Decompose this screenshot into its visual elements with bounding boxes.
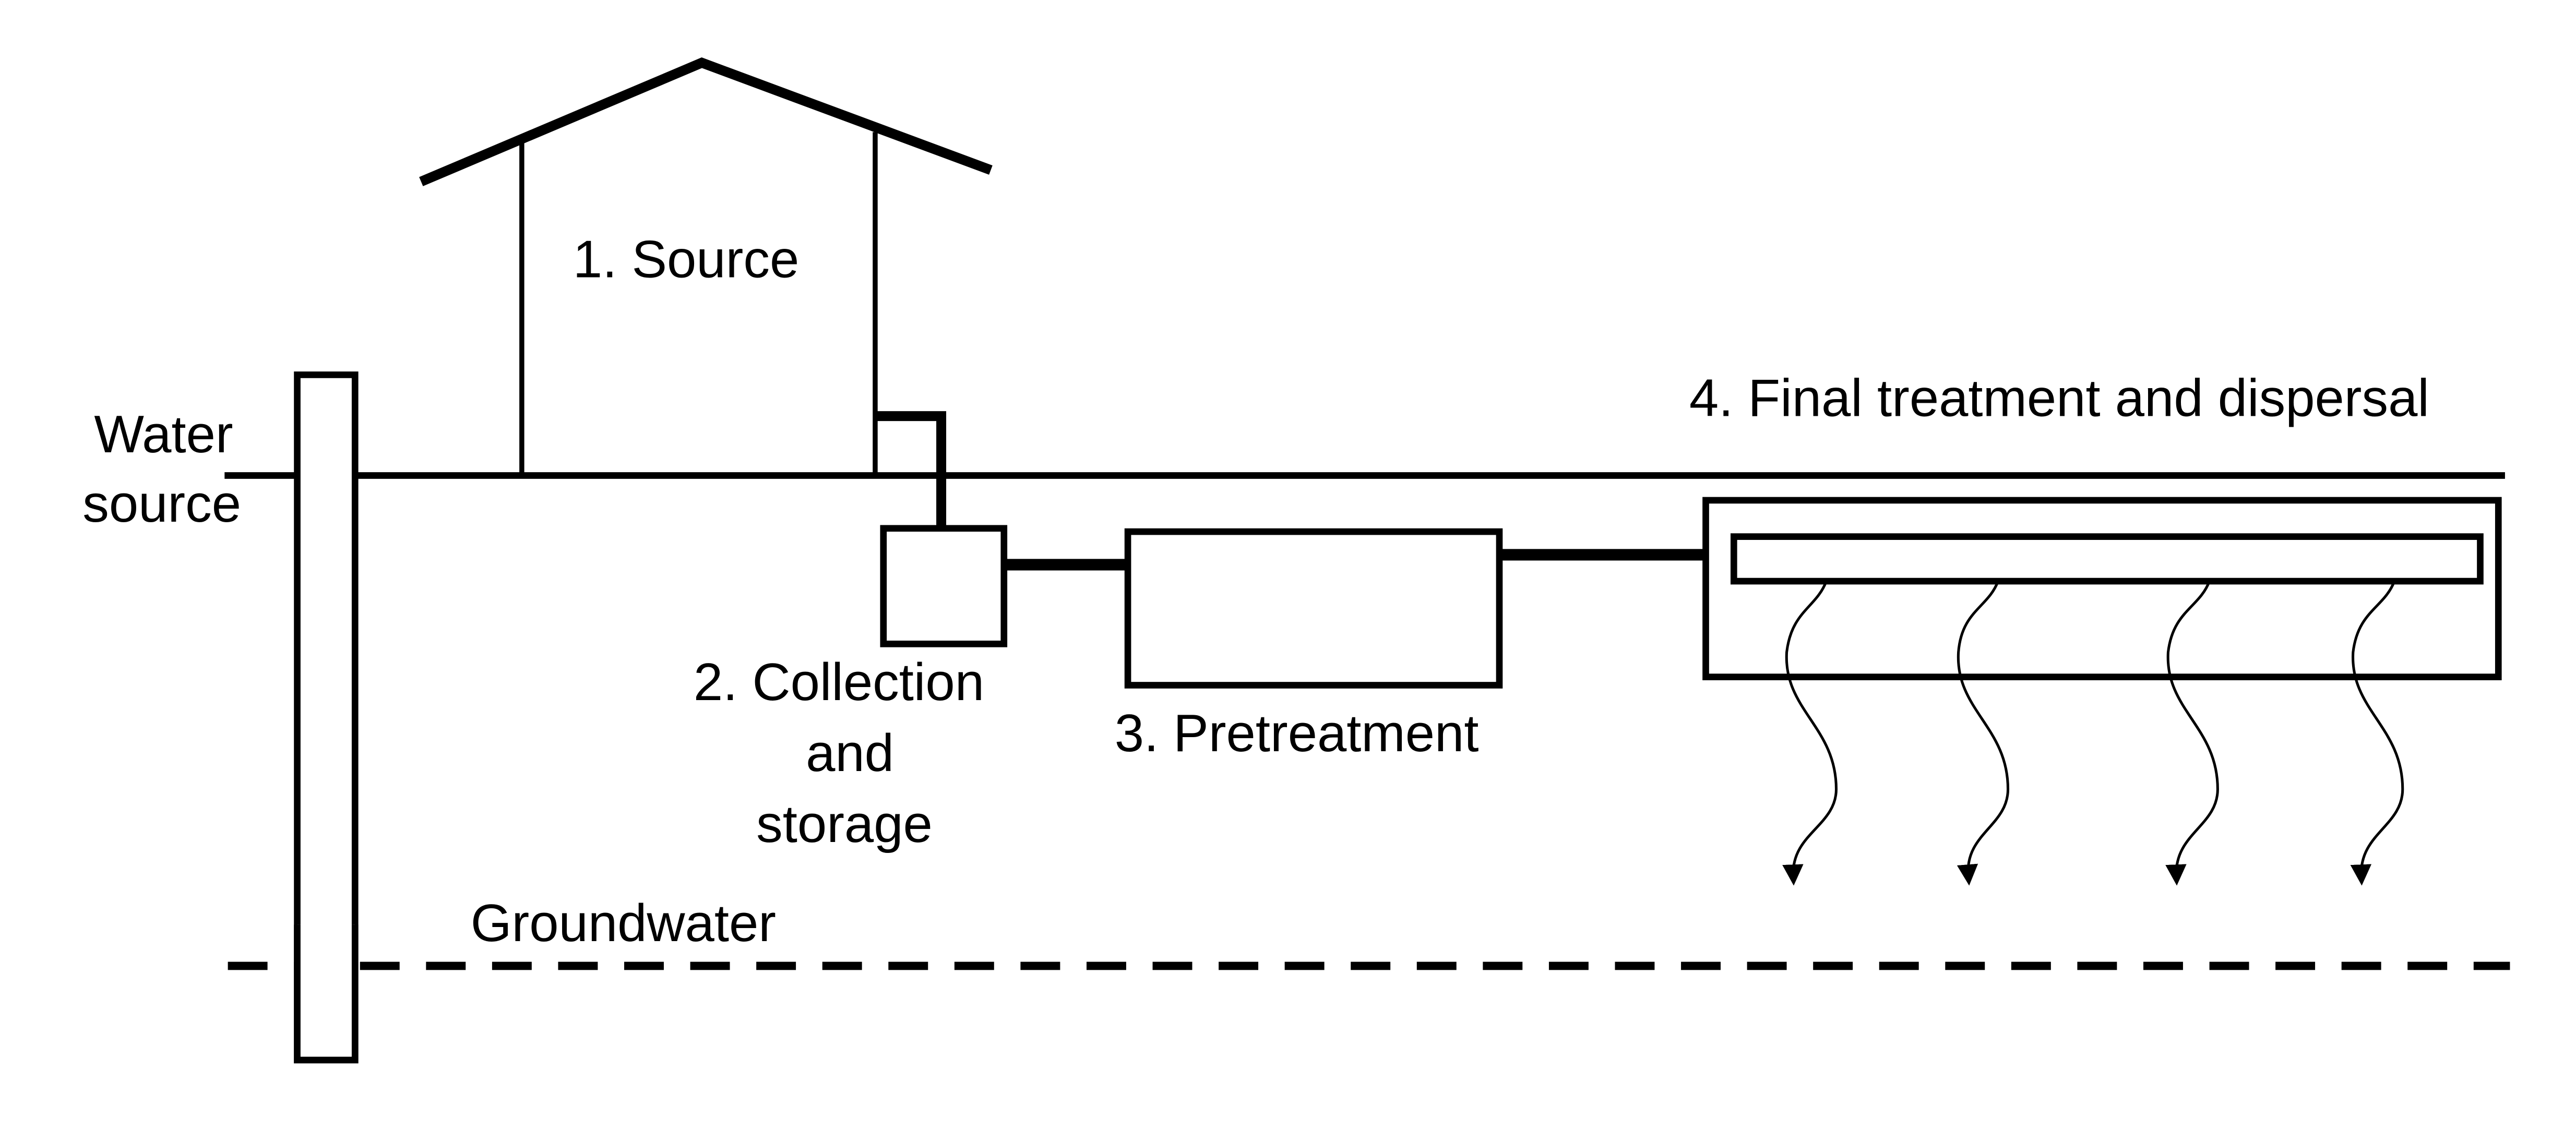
water-source-well-overlay [297,924,355,1060]
collection-label-line2: and [806,724,894,783]
house-outlet-pipe [875,411,947,528]
water-source-label-line1: Water [94,405,233,464]
percolation-arrow [2350,581,2404,886]
collection-storage-tank [880,525,1008,647]
source-label: 1. Source [573,230,799,289]
water-source-label-line2: source [82,474,241,533]
final-treatment-label: 4. Final treatment and dispersal [1689,369,2429,428]
house-roof [419,57,993,186]
percolation-arrows [1782,581,2404,886]
pretreatment-label: 3. Pretreatment [1115,704,1479,763]
percolation-arrow [2165,581,2219,886]
percolation-arrow [1957,581,2010,886]
water-source-well-lower-edge [294,924,359,1064]
pretreatment-tank [1124,528,1503,689]
collection-label-line1: 2. Collection [694,653,984,712]
distribution-pipe [1730,533,2484,585]
groundwater-label: Groundwater [471,894,776,953]
percolation-arrow [1782,581,1838,886]
collection-label-line3: storage [756,795,933,853]
dispersal-trench [1702,497,2502,680]
